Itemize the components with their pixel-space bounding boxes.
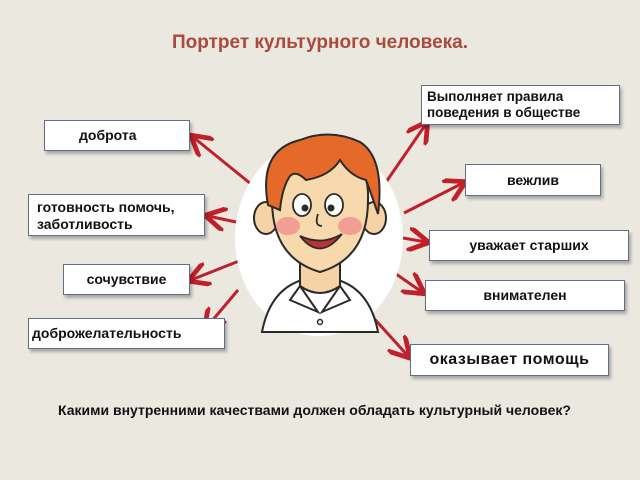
arrow-to-sympathy xyxy=(191,259,240,280)
left-cheek xyxy=(276,217,300,235)
box-attentive-label: внимателен xyxy=(483,287,567,304)
arrow-to-attentive xyxy=(395,274,422,292)
box-respects-elders: уважает старших xyxy=(429,230,629,261)
collar-right xyxy=(319,284,352,315)
arrow-to-kindness xyxy=(193,137,252,186)
box-follows-rules: Выполняет правила поведения в обществе xyxy=(421,85,620,125)
collar-left xyxy=(288,284,321,315)
box-provides-help: оказывает помощь xyxy=(410,344,609,376)
box-sympathy-label: сочувствие xyxy=(86,271,167,288)
box-respects-elders-label: уважает старших xyxy=(469,237,589,254)
boy-face-illustration xyxy=(235,133,403,336)
arrow-to-readiness xyxy=(208,216,237,222)
question-text: Какими внутренними качествами должен обл… xyxy=(58,402,571,418)
box-provides-help-label: оказывает помощь xyxy=(429,351,590,369)
mouth xyxy=(299,233,343,250)
hair xyxy=(265,133,381,215)
left-eye xyxy=(292,193,312,217)
right-cheek xyxy=(338,217,362,235)
box-sympathy: сочувствие xyxy=(63,264,190,295)
box-readiness-to-help: готовность помочь, заботливость xyxy=(28,194,205,236)
box-kindness-label: доброта xyxy=(79,127,137,144)
arrow-to-rules xyxy=(382,124,426,186)
page-title: Портрет культурного человека. xyxy=(171,32,469,53)
box-readiness-to-help-label: готовность помочь, заботливость xyxy=(37,199,175,232)
box-polite: вежлив xyxy=(465,164,601,196)
arrow-to-respects xyxy=(402,238,426,242)
shirt-button xyxy=(316,318,324,326)
left-pupil xyxy=(301,204,309,212)
box-attentive: внимателен xyxy=(425,280,625,311)
nose xyxy=(315,213,323,227)
right-eye xyxy=(324,193,344,217)
box-goodwill: доброжелательность xyxy=(28,318,225,349)
arrow-to-polite xyxy=(403,183,463,215)
right-pupil xyxy=(327,204,335,212)
box-kindness: доброта xyxy=(44,120,190,151)
box-goodwill-label: доброжелательность xyxy=(32,325,182,342)
box-polite-label: вежлив xyxy=(506,171,560,188)
box-follows-rules-label: Выполняет правила поведения в обществе xyxy=(427,88,581,120)
